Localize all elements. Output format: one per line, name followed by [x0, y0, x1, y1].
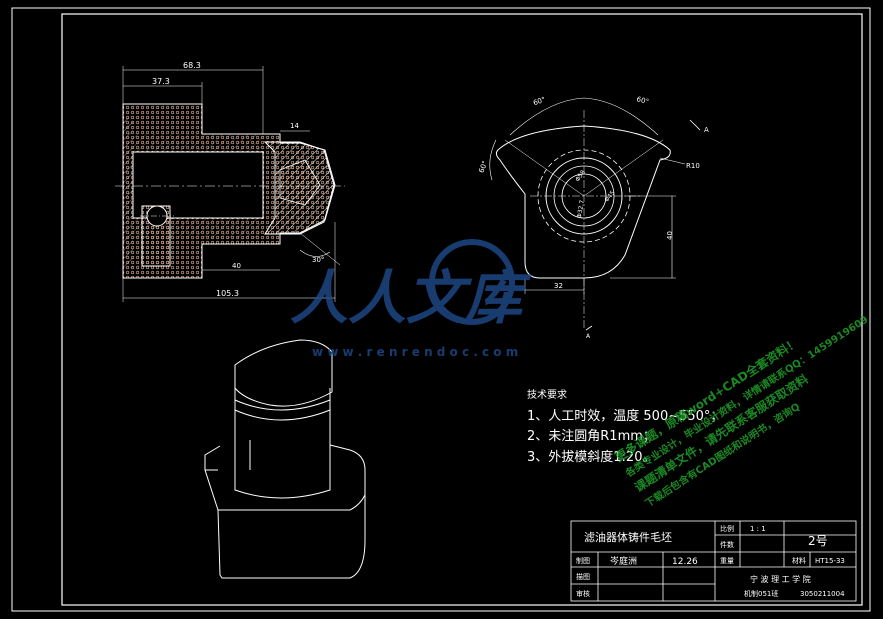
tech-heading: 技术要求	[527, 388, 567, 401]
title-block-text: 滤油器体铸件毛坯 比例 1 : 1 件数 2号 重量 材料 HT15-33 制图…	[576, 524, 845, 598]
material-label: 材料	[792, 556, 806, 565]
isometric-view	[204, 339, 366, 579]
watermark-logo: 人人文库 w w w . r e n r e n d o c . c o m	[290, 239, 532, 359]
dim-32: 32	[554, 282, 563, 290]
dim-40-height: 40	[666, 231, 674, 240]
qty-label: 件数	[720, 540, 734, 549]
dim-40: 40	[232, 262, 241, 270]
review-label: 审核	[576, 589, 590, 598]
dim-d45: Φ45	[603, 190, 616, 204]
watermark-promo: 更多课题，原稿word+CAD全套资料！ 各类专业设计，毕业设计资料，详情请联系…	[612, 313, 870, 510]
inner-border	[61, 13, 863, 606]
student-id: 3050211004	[800, 590, 845, 598]
section-view: 68.3 37.3 14 40 105.3 30°	[115, 61, 345, 302]
dim-d58: Φ58	[574, 169, 587, 183]
dim-60-left: 60°	[532, 95, 546, 107]
dim-37-3: 37.3	[152, 77, 170, 86]
tech-requirements: 技术要求 1、人工时效，温度 500~550°； 2、未注圆角R1mm； 3、外…	[527, 388, 723, 465]
scale-value: 1 : 1	[750, 525, 766, 533]
tech-item-2: 2、未注圆角R1mm；	[527, 429, 656, 444]
drawn-label: 制图	[576, 556, 590, 565]
dim-d32-7: Φ32.7	[576, 199, 586, 218]
part-name: 滤油器体铸件毛坯	[584, 530, 672, 544]
dim-105-3: 105.3	[216, 289, 239, 298]
school-name: 宁 波 理 工 学 院	[750, 574, 811, 584]
section-mark-a: A	[704, 126, 709, 134]
tech-item-1: 1、人工时效，温度 500~550°；	[527, 408, 723, 424]
dim-60-right: 60°	[636, 95, 650, 106]
scale-label: 比例	[720, 524, 734, 533]
sheet-no: 2号	[808, 534, 828, 548]
design-label: 描图	[576, 572, 590, 581]
watermark-url: w w w . r e n r e n d o c . c o m	[312, 345, 518, 359]
drawn-name: 岑庭洲	[610, 555, 637, 567]
dim-68-3: 68.3	[183, 61, 201, 70]
class-id: 机制051班	[744, 589, 778, 598]
tech-item-3: 3、外拔模斜度1:20。	[527, 449, 655, 465]
watermark-logo-text: 人人文库	[290, 264, 532, 332]
outer-border	[11, 7, 871, 612]
watermark-promo-2: 各类专业设计，毕业设计资料，详情请联系QQ：1459919609	[622, 313, 870, 481]
dim-60-side: 60°	[478, 160, 490, 174]
arrow-mark-a: A	[586, 333, 591, 340]
dim-14: 14	[290, 122, 299, 130]
weight-label: 重量	[720, 557, 734, 565]
end-view: 60° 60° 60° A R10 Φ58 Φ32.7 Φ45 32 40 A	[478, 95, 709, 340]
title-block	[570, 520, 857, 602]
drawn-date: 12.26	[672, 557, 698, 567]
dim-r10: R10	[686, 162, 700, 170]
dim-30deg: 30°	[312, 256, 324, 264]
material-value: HT15-33	[815, 557, 845, 565]
